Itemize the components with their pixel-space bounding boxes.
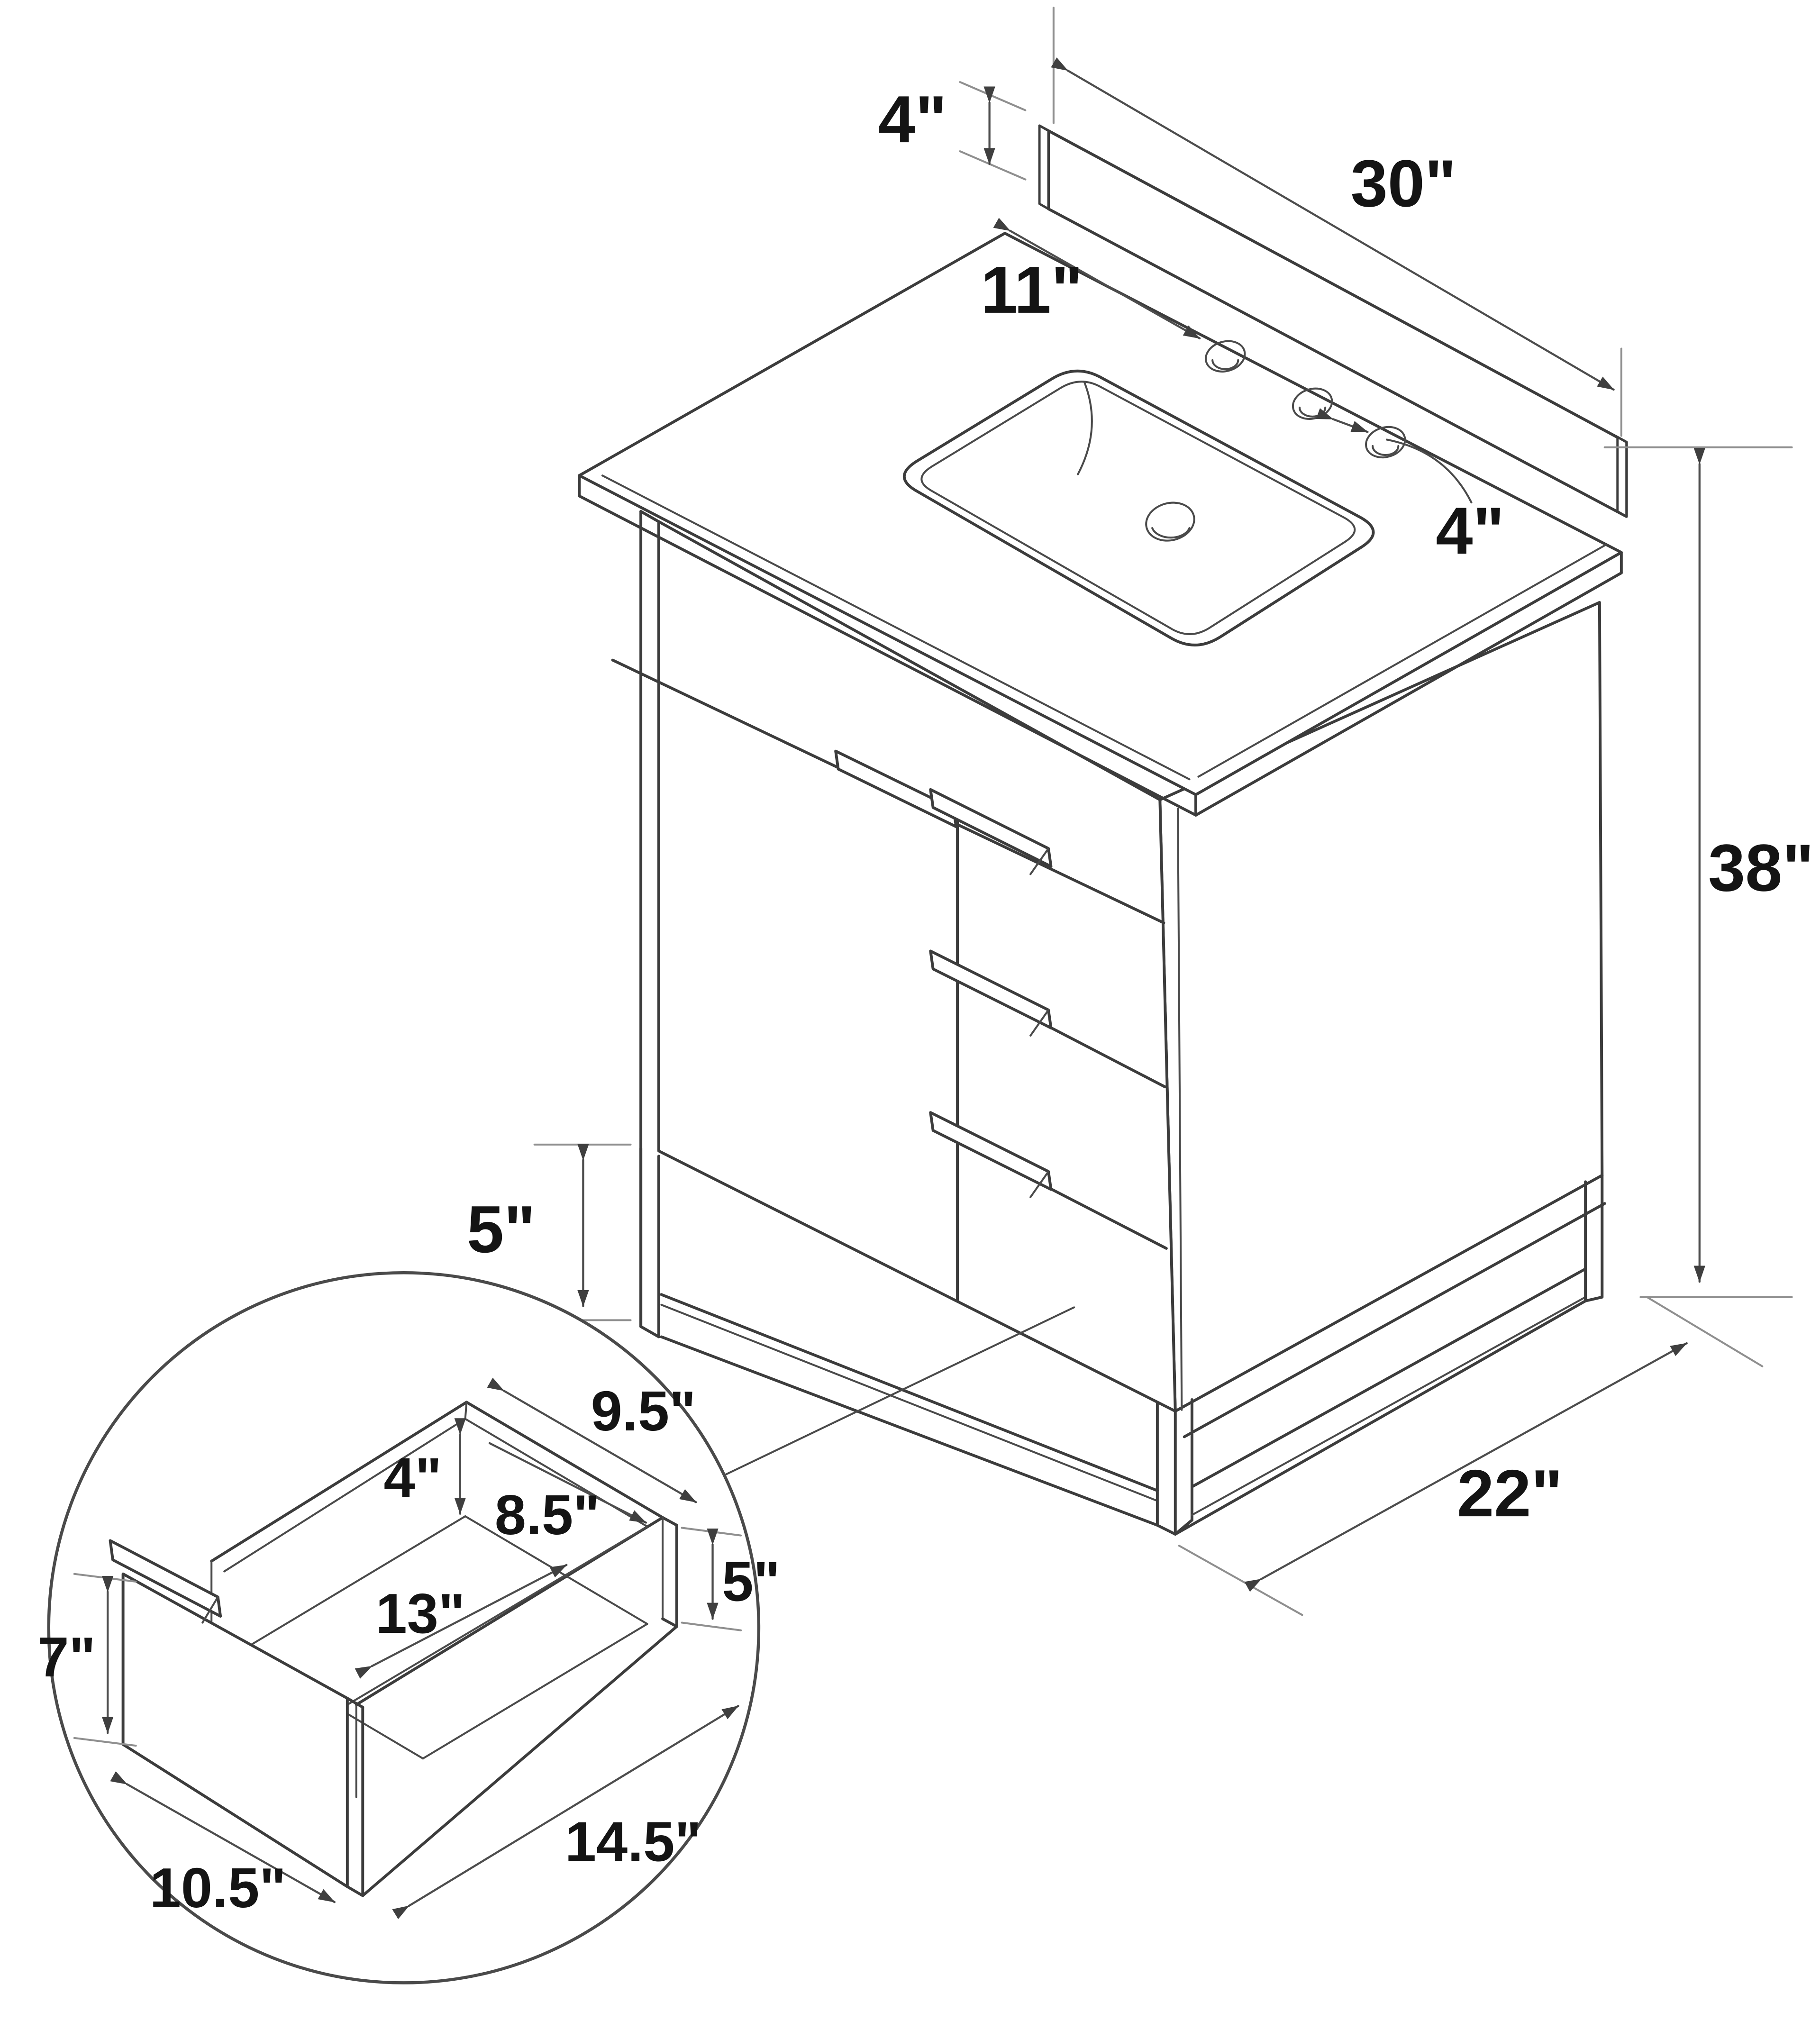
- dim-drawer-outer-length: 14.5": [392, 1705, 739, 1920]
- drawer-3-tab-fold: [1029, 1170, 1050, 1198]
- drawer-back-left-corner: [464, 1401, 468, 1420]
- dim-label-drawer-top-depth: 9.5": [591, 1380, 696, 1443]
- countertop-front-chamfer: [601, 474, 1191, 781]
- dim-label-drawer-side-height: 5": [722, 1550, 780, 1613]
- dim-countertop-width: 30": [1051, 7, 1622, 437]
- dim-faucet-spacing: 4": [1316, 408, 1504, 568]
- backsplash-right-end-face: [1616, 436, 1628, 518]
- dim-drawer-inner-width: 8.5": [488, 1442, 647, 1547]
- countertop-right-rim: [1194, 571, 1623, 817]
- front-right-leg-foot: [1156, 1524, 1177, 1536]
- dim-label-drawer-inner-length: 13": [376, 1582, 465, 1645]
- front-rail-mid: [660, 1303, 1158, 1502]
- cabinet-left-top-join: [639, 510, 660, 523]
- door-and-drawers: [611, 658, 1168, 1302]
- drawer-panel-handle-tab: [109, 1539, 222, 1618]
- dim-label-drawer-front-width: 10.5": [150, 1857, 286, 1920]
- dim-label-drawer-outer-length: 14.5": [565, 1811, 701, 1874]
- drawer-panel-end-top: [346, 1697, 364, 1709]
- sink-highlight-curve: [1077, 381, 1093, 475]
- drawer-back-end-bottom: [661, 1617, 678, 1628]
- drawer-floor-left-edge: [240, 1515, 466, 1652]
- dim-label-faucet-offset: 11": [981, 253, 1083, 327]
- front-rail-top: [660, 1293, 1159, 1492]
- door-handle-tab: [834, 749, 958, 828]
- dim-label-faucet-spacing: 4": [1436, 493, 1504, 568]
- dim-label-backsplash-height: 4": [878, 82, 947, 156]
- dim-drawer-side-height: 5": [681, 1527, 780, 1631]
- back-right-leg-foot: [1584, 1295, 1604, 1302]
- dim-overall-height: 38": [1603, 446, 1814, 1298]
- drawer-panel-end-bottom: [346, 1885, 364, 1897]
- sink-drain-inner: [1151, 527, 1191, 539]
- drawer-1-tab-fold: [1029, 847, 1050, 875]
- drawer-left-wall-inner: [223, 1418, 466, 1573]
- drawer-back-end-top: [661, 1516, 678, 1527]
- faucet-hole-3: [1365, 426, 1406, 459]
- dim-label-drawer-inner-height: 4": [383, 1447, 442, 1510]
- drawer-panel-tab-fold: [201, 1596, 219, 1624]
- dim-drawer-top-depth: 9.5": [487, 1377, 697, 1503]
- dim-drawer-inner-height: 4": [383, 1418, 466, 1515]
- dim-drawer-inner-length: 13": [355, 1564, 568, 1679]
- backsplash-left-end-face: [1038, 124, 1050, 210]
- dim-drawer-front-height: 7": [37, 1573, 137, 1747]
- faucet-spacing-leader: [1385, 438, 1473, 504]
- front-left-leg-foot: [639, 1325, 660, 1338]
- drawer-1-handle-tab: [929, 788, 1053, 868]
- faucet-hole-3-inner: [1372, 445, 1400, 456]
- dim-label-base-height: 5": [467, 1192, 536, 1266]
- dim-label-countertop-width: 30": [1351, 146, 1456, 220]
- dim-label-cabinet-depth: 22": [1457, 1456, 1563, 1530]
- dim-faucet-offset: 11": [981, 218, 1201, 340]
- sink-drain: [1145, 501, 1195, 542]
- dim-cabinet-depth: 22": [1178, 1296, 1764, 1616]
- countertop-front-rim: [578, 494, 1198, 817]
- dim-label-drawer-inner-width: 8.5": [495, 1484, 600, 1547]
- dim-drawer-front-width: 10.5": [110, 1771, 336, 1920]
- front-rail-bottom: [660, 1335, 1159, 1527]
- drawer-2-handle-tab: [929, 949, 1053, 1029]
- dim-backsplash-height: 4": [878, 81, 1027, 181]
- drawer-3-handle-tab: [929, 1111, 1053, 1191]
- dim-base-height: 5": [467, 1143, 632, 1321]
- drawer-2-tab-fold: [1029, 1009, 1050, 1037]
- countertop-right-chamfer: [1197, 544, 1607, 778]
- front-right-corner-line: [1177, 808, 1183, 1411]
- dim-label-drawer-front-height: 7": [37, 1626, 96, 1689]
- inset-leader-line: [723, 1306, 1075, 1476]
- drawer-left-wall-top: [210, 1401, 468, 1563]
- dim-label-overall-height: 38": [1708, 830, 1814, 905]
